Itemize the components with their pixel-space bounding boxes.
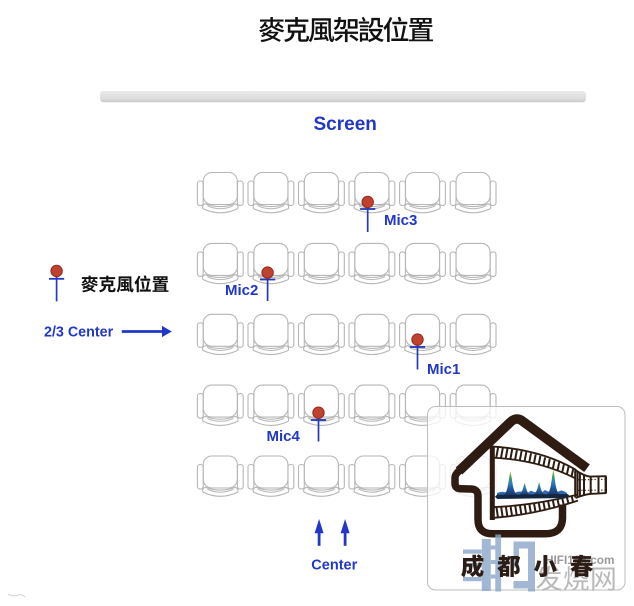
svg-text:Mic4: Mic4 — [267, 428, 301, 445]
svg-text:Mic1: Mic1 — [427, 361, 460, 378]
svg-text:Center: Center — [311, 558, 357, 574]
svg-text:Mic2: Mic2 — [225, 282, 258, 299]
svg-text:Mic3: Mic3 — [384, 212, 417, 229]
svg-text:2/3 Center: 2/3 Center — [44, 325, 114, 341]
svg-text:Screen: Screen — [314, 114, 377, 135]
